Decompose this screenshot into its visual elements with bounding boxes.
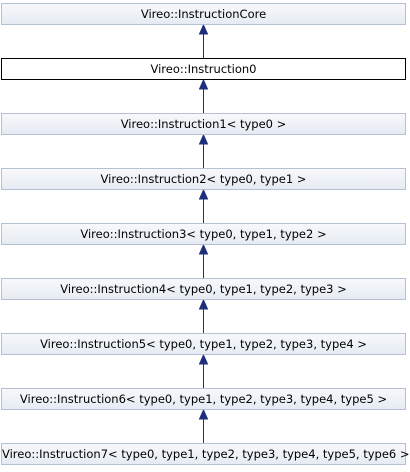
class-node-instruction6[interactable]: Vireo::Instruction6< type0, type1, type2…	[1, 388, 406, 410]
arrowhead-i2	[198, 133, 209, 145]
class-node-instruction0[interactable]: Vireo::Instruction0	[1, 58, 406, 80]
arrowhead-i1	[198, 78, 209, 90]
arrowhead-i7	[198, 408, 209, 420]
class-node-instruction3[interactable]: Vireo::Instruction3< type0, type1, type2…	[1, 223, 406, 245]
arrowhead-i6	[198, 353, 209, 365]
class-node-instruction4[interactable]: Vireo::Instruction4< type0, type1, type2…	[1, 278, 406, 300]
arrowhead-i3	[198, 188, 209, 200]
arrowhead-i5	[198, 298, 209, 310]
class-node-instruction2[interactable]: Vireo::Instruction2< type0, type1 >	[1, 168, 406, 190]
class-node-instruction5[interactable]: Vireo::Instruction5< type0, type1, type2…	[1, 333, 406, 355]
arrowhead-i4	[198, 243, 209, 255]
class-node-instruction1[interactable]: Vireo::Instruction1< type0 >	[1, 113, 406, 135]
arrowhead-i0	[198, 23, 209, 35]
class-node-instruction7[interactable]: Vireo::Instruction7< type0, type1, type2…	[1, 443, 410, 465]
class-node-instructioncore[interactable]: Vireo::InstructionCore	[1, 3, 406, 25]
